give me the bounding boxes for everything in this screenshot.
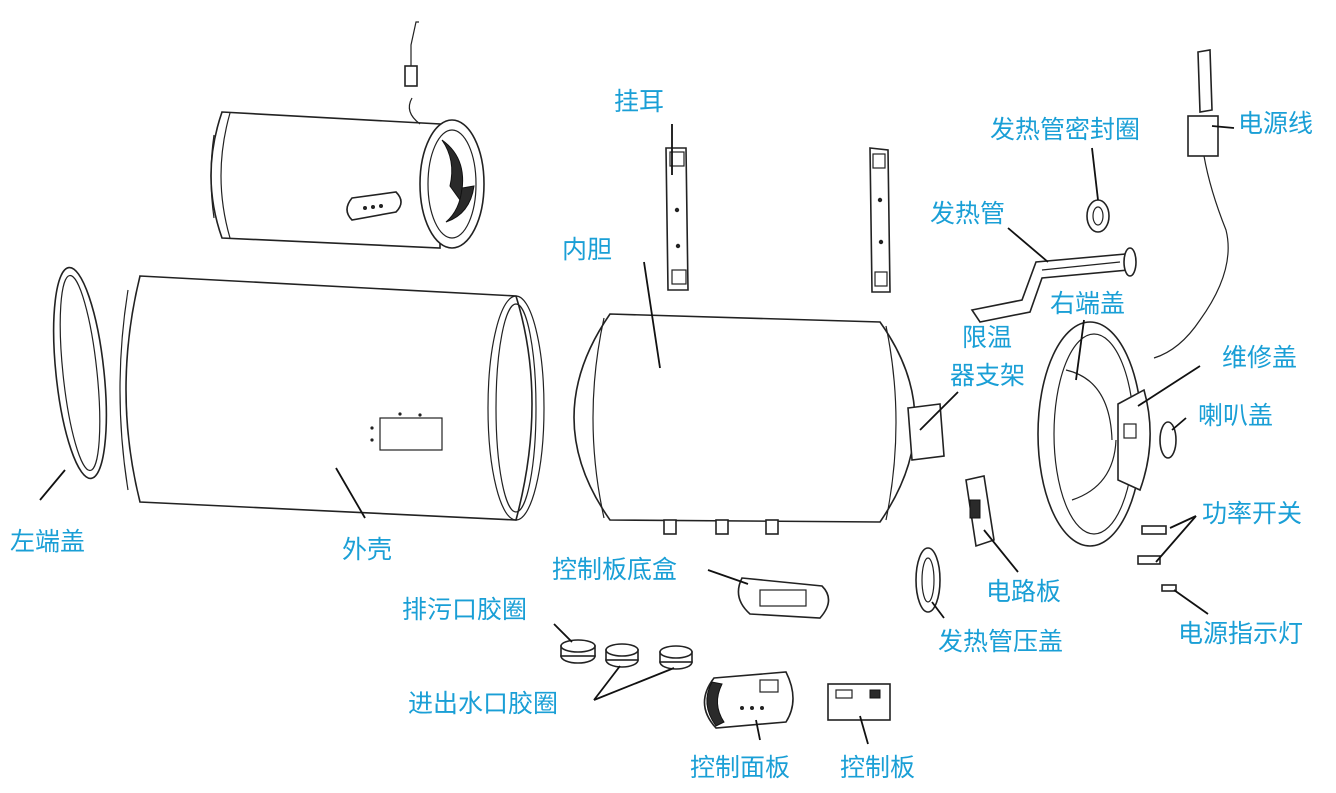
control-board: [827, 683, 891, 721]
label-maintenance-cover: 维修盖: [1222, 343, 1297, 372]
label-thermostat-bracket-line2: 器支架: [950, 361, 1025, 390]
label-control-board: 控制板: [840, 753, 915, 782]
circuit-board: [965, 475, 995, 548]
label-heating-element: 发热管: [930, 199, 1005, 228]
hanging-brackets: [665, 147, 891, 293]
label-heating-element-seal-ring: 发热管密封圈: [990, 115, 1140, 144]
label-inlet-outlet-gaskets: 进出水口胶圈: [408, 689, 558, 718]
outer-shell: [119, 275, 545, 521]
gaskets: [560, 639, 693, 670]
label-control-panel: 控制面板: [690, 753, 790, 782]
label-control-board-bottom-box: 控制板底盒: [552, 555, 677, 584]
label-inner-tank: 内胆: [562, 235, 612, 264]
control-panel: [703, 671, 794, 729]
label-speaker-cover: 喇叭盖: [1198, 401, 1273, 430]
leader-lines: [39, 124, 1235, 745]
label-power-switch: 功率开关: [1202, 499, 1302, 528]
label-hanging-bracket: 挂耳: [614, 87, 664, 116]
inner-tank: [573, 313, 945, 535]
left-end-cap: [52, 266, 108, 480]
label-circuit-board: 电路板: [986, 577, 1061, 606]
label-thermostat-bracket-line1: 限温: [962, 323, 1012, 352]
power-switches: [1137, 525, 1167, 565]
label-heating-element-pressure-cap: 发热管压盖: [938, 627, 1063, 656]
labels: 挂耳 发热管密封圈 电源线 发热管 内胆 右端盖 限温 器支架 维修盖 喇叭盖 …: [10, 87, 1313, 782]
heating-element-seal-ring: [1086, 199, 1110, 233]
power-cord: [1153, 49, 1229, 359]
speaker-cover: [1159, 421, 1177, 459]
label-right-end-cap: 右端盖: [1050, 289, 1125, 318]
assembled-heater: [210, 21, 485, 249]
control-board-bottom-box: [737, 577, 830, 619]
label-power-indicator: 电源指示灯: [1178, 619, 1303, 648]
label-outer-shell: 外壳: [342, 535, 392, 564]
label-drain-gasket: 排污口胶圈: [402, 595, 527, 624]
label-power-cord: 电源线: [1238, 109, 1313, 138]
heating-element: [970, 247, 1137, 323]
label-left-end-cap: 左端盖: [10, 527, 85, 556]
heating-element-pressure-cap: [915, 547, 941, 613]
power-indicator-light: [1161, 584, 1177, 592]
maintenance-cover: [1117, 388, 1151, 492]
